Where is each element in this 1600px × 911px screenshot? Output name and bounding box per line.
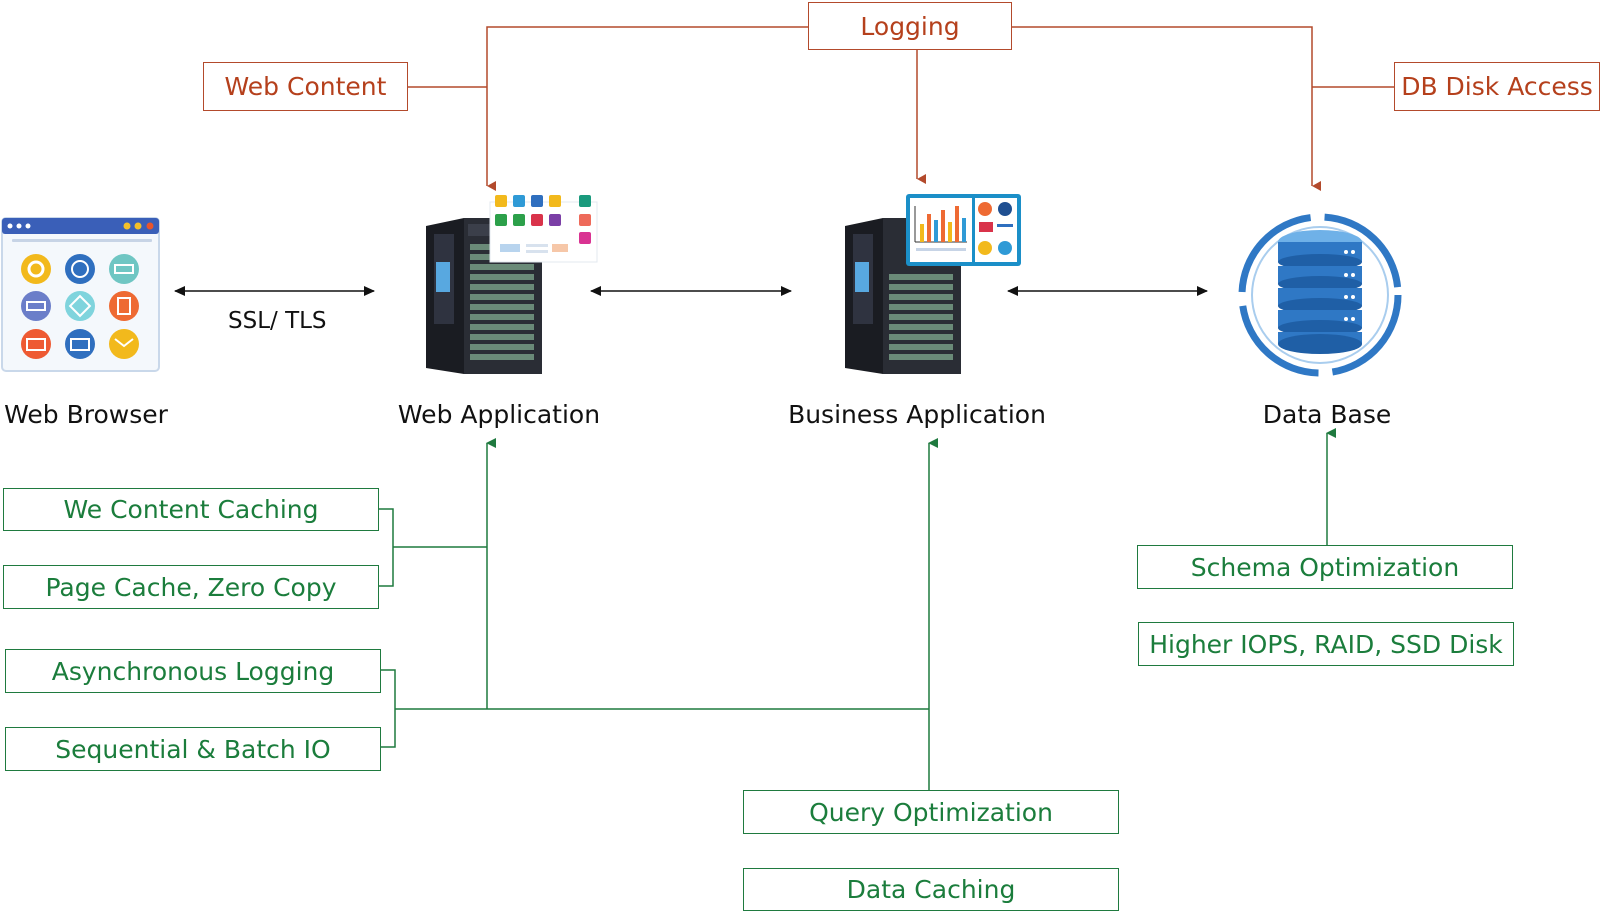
page-cache-box: Page Cache, Zero Copy xyxy=(3,565,379,609)
logging-box: Logging xyxy=(808,2,1012,50)
server-rack-icon xyxy=(424,192,599,374)
logging-to-webapp-wire xyxy=(486,26,808,191)
web-content-caching-box: We Content Caching xyxy=(3,488,379,531)
data-caching-box: Data Caching xyxy=(743,868,1119,911)
web-application-label: Web Application xyxy=(397,400,601,429)
database-icon xyxy=(1226,204,1406,382)
browser-window-icon xyxy=(0,214,162,374)
async-logging-box: Asynchronous Logging xyxy=(5,649,381,693)
sequential-batch-io-box: Sequential & Batch IO xyxy=(5,727,381,771)
tuning-wires xyxy=(379,428,1336,790)
schema-optimization-box: Schema Optimization xyxy=(1137,545,1513,589)
query-optimization-box: Query Optimization xyxy=(743,790,1119,834)
business-application-label: Business Application xyxy=(788,400,1046,429)
web-content-box: Web Content xyxy=(203,62,408,111)
logging-to-db-wire xyxy=(1012,26,1321,191)
optimization-wires xyxy=(408,26,1394,191)
logging-bracket xyxy=(381,669,396,748)
db-disk-access-box: DB Disk Access xyxy=(1394,62,1600,111)
server-dashboard-icon xyxy=(843,192,1023,374)
data-base-label: Data Base xyxy=(1262,400,1392,429)
web-browser-label: Web Browser xyxy=(4,400,168,429)
caching-bracket xyxy=(379,508,394,587)
higher-iops-box: Higher IOPS, RAID, SSD Disk xyxy=(1138,622,1514,666)
ssl-tls-label: SSL/ TLS xyxy=(228,308,327,334)
